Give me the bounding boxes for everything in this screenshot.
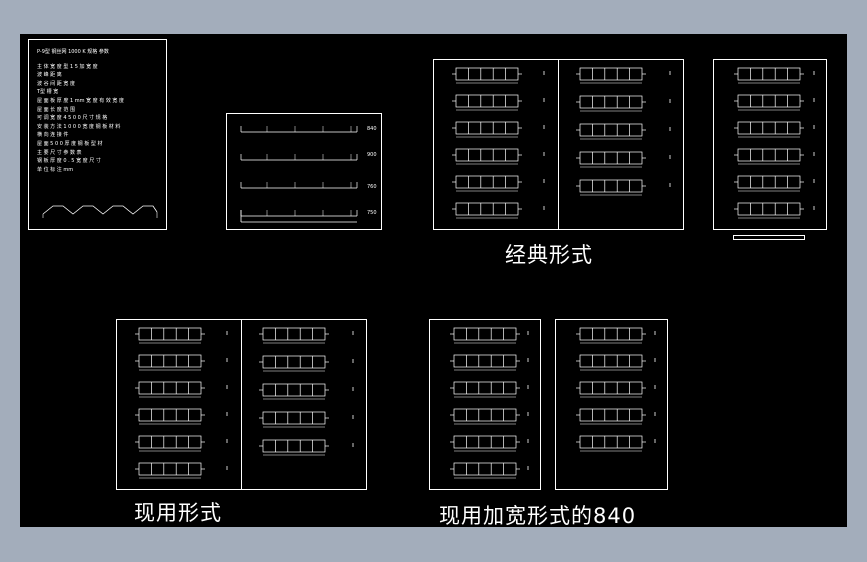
profile-tag: 900 <box>367 152 377 158</box>
tile-outline <box>737 202 801 216</box>
note-line: 波 峰 距 离 <box>37 72 62 79</box>
tile-outline <box>737 67 801 81</box>
spec-notes: P-9型 钢丝网 1000 K 规格 参数 主 体 宽 度 型 1 5 加 宽 … <box>37 48 124 174</box>
tile-outline <box>138 354 202 368</box>
caption-widened: 现用加宽形式的840 <box>439 504 637 528</box>
tile-outline <box>262 327 326 341</box>
tile-outline <box>453 354 517 368</box>
profiles-sheet: 840 900 760 750 <box>226 113 382 230</box>
note-line: T型 槽 宽 <box>37 89 59 96</box>
tile-outline <box>579 179 643 193</box>
tile-outline <box>138 408 202 422</box>
note-line: 单 位 标 注 mm <box>37 166 74 173</box>
current-sheet <box>116 319 367 490</box>
right-tile-rows <box>734 67 815 219</box>
tile-outline <box>455 67 519 81</box>
tile-outline <box>455 148 519 162</box>
classic-tile-rows <box>452 67 671 219</box>
tile-outline <box>138 462 202 476</box>
note-line: 屋 面 5 0 0 厚 度 钢 板 型 材 <box>37 140 103 147</box>
tile-outline <box>453 327 517 341</box>
tile-outline <box>737 121 801 135</box>
tile-outline <box>455 202 519 216</box>
note-line: 可 调 宽 度 4 5 0 0 尺 寸 规 格 <box>37 115 108 122</box>
tile-outline <box>579 67 643 81</box>
tile-outline <box>262 439 326 453</box>
tile-outline <box>262 383 326 397</box>
tile-outline <box>737 175 801 189</box>
widened-sheet-a <box>429 319 541 490</box>
tile-outline <box>138 435 202 449</box>
tile-outline <box>453 435 517 449</box>
tile-outline <box>262 411 326 425</box>
tile-outline <box>737 94 801 108</box>
right-sheet-bar <box>733 235 805 240</box>
tile-outline <box>579 435 643 449</box>
tile-outline <box>453 408 517 422</box>
tile-outline <box>138 327 202 341</box>
tile-outline <box>455 175 519 189</box>
tile-outline <box>579 327 643 341</box>
caption-current: 现用形式 <box>134 501 222 525</box>
note-line: 横 向 连 接 件 <box>37 132 69 139</box>
tile-outline <box>453 381 517 395</box>
notes-sheet: P-9型 钢丝网 1000 K 规格 参数 主 体 宽 度 型 1 5 加 宽 … <box>28 39 167 230</box>
tile-outline <box>579 354 643 368</box>
note-line: 主 体 宽 度 型 1 5 加 宽 度 <box>37 63 98 70</box>
note-line: 主 要 尺 寸 参 数 表 <box>37 149 82 156</box>
cad-model-space[interactable]: P-9型 钢丝网 1000 K 规格 参数 主 体 宽 度 型 1 5 加 宽 … <box>20 34 847 528</box>
tile-outline <box>455 121 519 135</box>
note-line: 钢 板 厚 度 0 . 5 宽 度 尺 寸 <box>37 158 101 165</box>
roof-profile-sketch <box>42 205 158 218</box>
profile-drawings <box>240 126 358 223</box>
widened-tile-rows-b <box>576 327 656 452</box>
caption-classic: 经典形式 <box>505 243 593 267</box>
tile-outline <box>579 151 643 165</box>
note-line: 波 谷 间 距 宽 度 <box>37 80 75 87</box>
note-line: 屋 面 板 厚 度 1 mm 宽 度 有 效 宽 度 <box>37 97 124 104</box>
note-line: 安 装 方 法 1 0 0 0 宽 度 钢 板 材 料 <box>37 123 121 130</box>
classic-sheet <box>433 59 684 230</box>
tile-outline <box>138 381 202 395</box>
right-sheet <box>713 59 827 230</box>
current-tile-rows <box>135 327 354 479</box>
tile-outline <box>579 123 643 137</box>
tile-outline <box>579 408 643 422</box>
note-line: 屋 面 长 度 范 围 <box>37 106 75 113</box>
profile-tag: 760 <box>367 184 377 190</box>
widened-tile-rows-a <box>450 327 529 479</box>
tile-outline <box>579 381 643 395</box>
tile-outline <box>737 148 801 162</box>
tile-outline <box>455 94 519 108</box>
profile-tag: 750 <box>367 210 377 216</box>
notes-title: P-9型 钢丝网 1000 K 规格 参数 <box>37 49 109 55</box>
widened-sheet-b <box>555 319 668 490</box>
tile-outline <box>579 95 643 109</box>
profile-tag: 840 <box>367 126 377 132</box>
tile-outline <box>262 355 326 369</box>
tile-outline <box>453 462 517 476</box>
